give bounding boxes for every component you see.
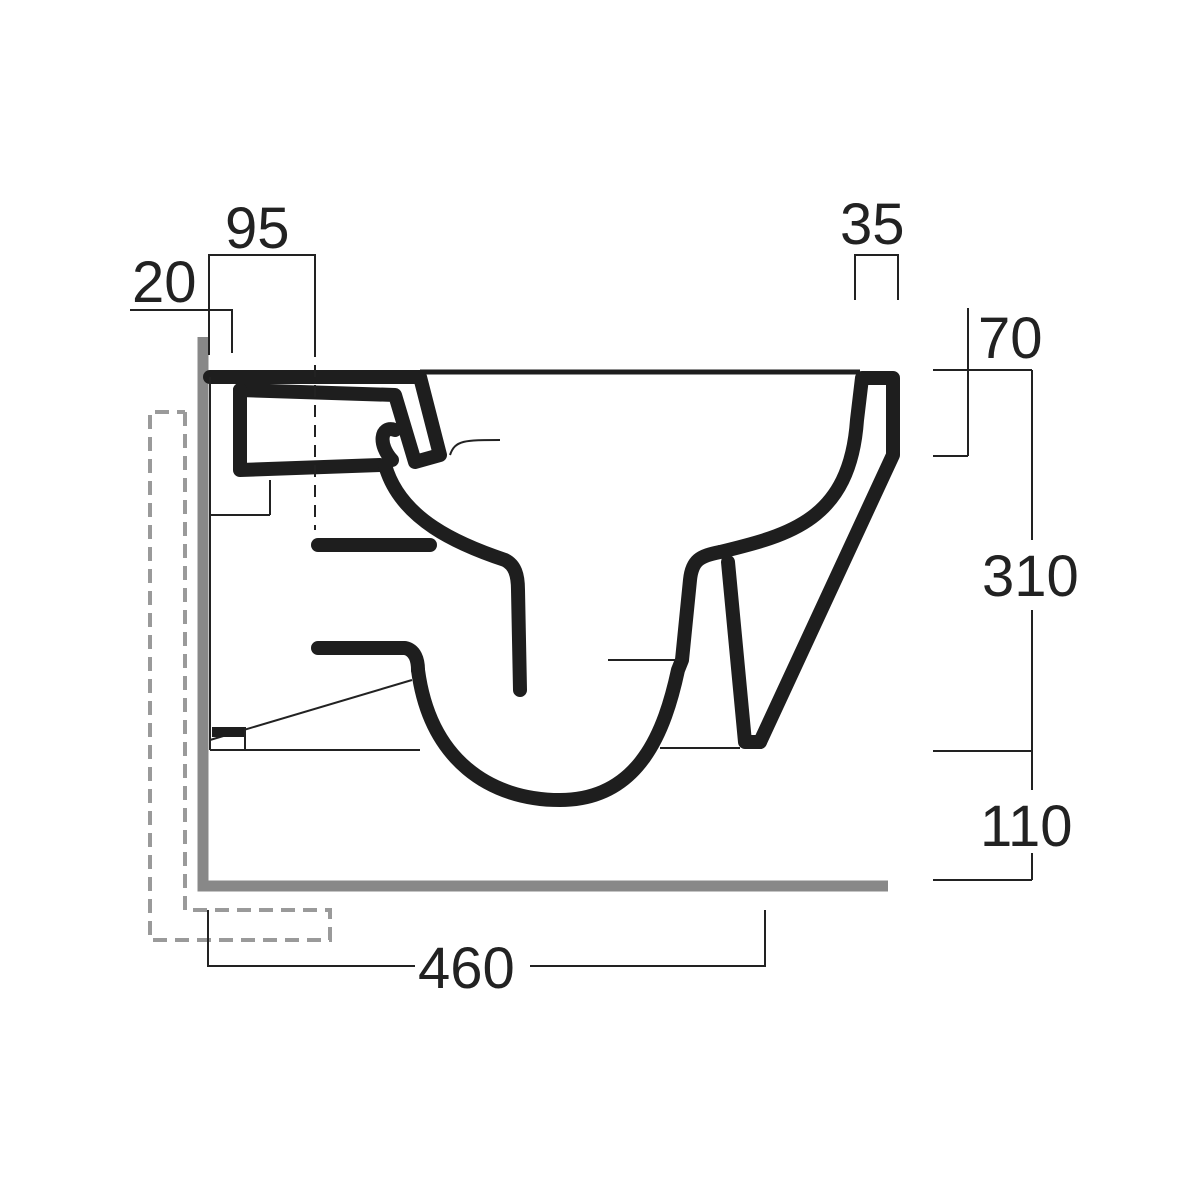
dimension-label-35: 35 (840, 192, 905, 257)
pan-outline (203, 369, 900, 807)
dimension-70: 70 (933, 306, 1043, 457)
dimension-20: 20 (130, 250, 233, 353)
dimension-label-310: 310 (982, 544, 1079, 609)
dimension-310: 310 (933, 370, 1079, 790)
dimension-label-110: 110 (980, 794, 1072, 859)
construction-lines (209, 345, 740, 751)
dimension-label-95: 95 (225, 196, 290, 261)
dimension-95: 95 (208, 196, 316, 355)
installation-frame-outline (148, 410, 332, 942)
dimension-460: 460 (207, 910, 766, 1001)
wall-and-floor (197, 337, 888, 892)
dimension-35: 35 (840, 192, 905, 300)
dimension-label-20: 20 (132, 250, 197, 315)
dimension-label-70: 70 (978, 306, 1043, 371)
dimension-110: 110 (933, 794, 1072, 881)
dimension-label-460: 460 (418, 936, 515, 1001)
